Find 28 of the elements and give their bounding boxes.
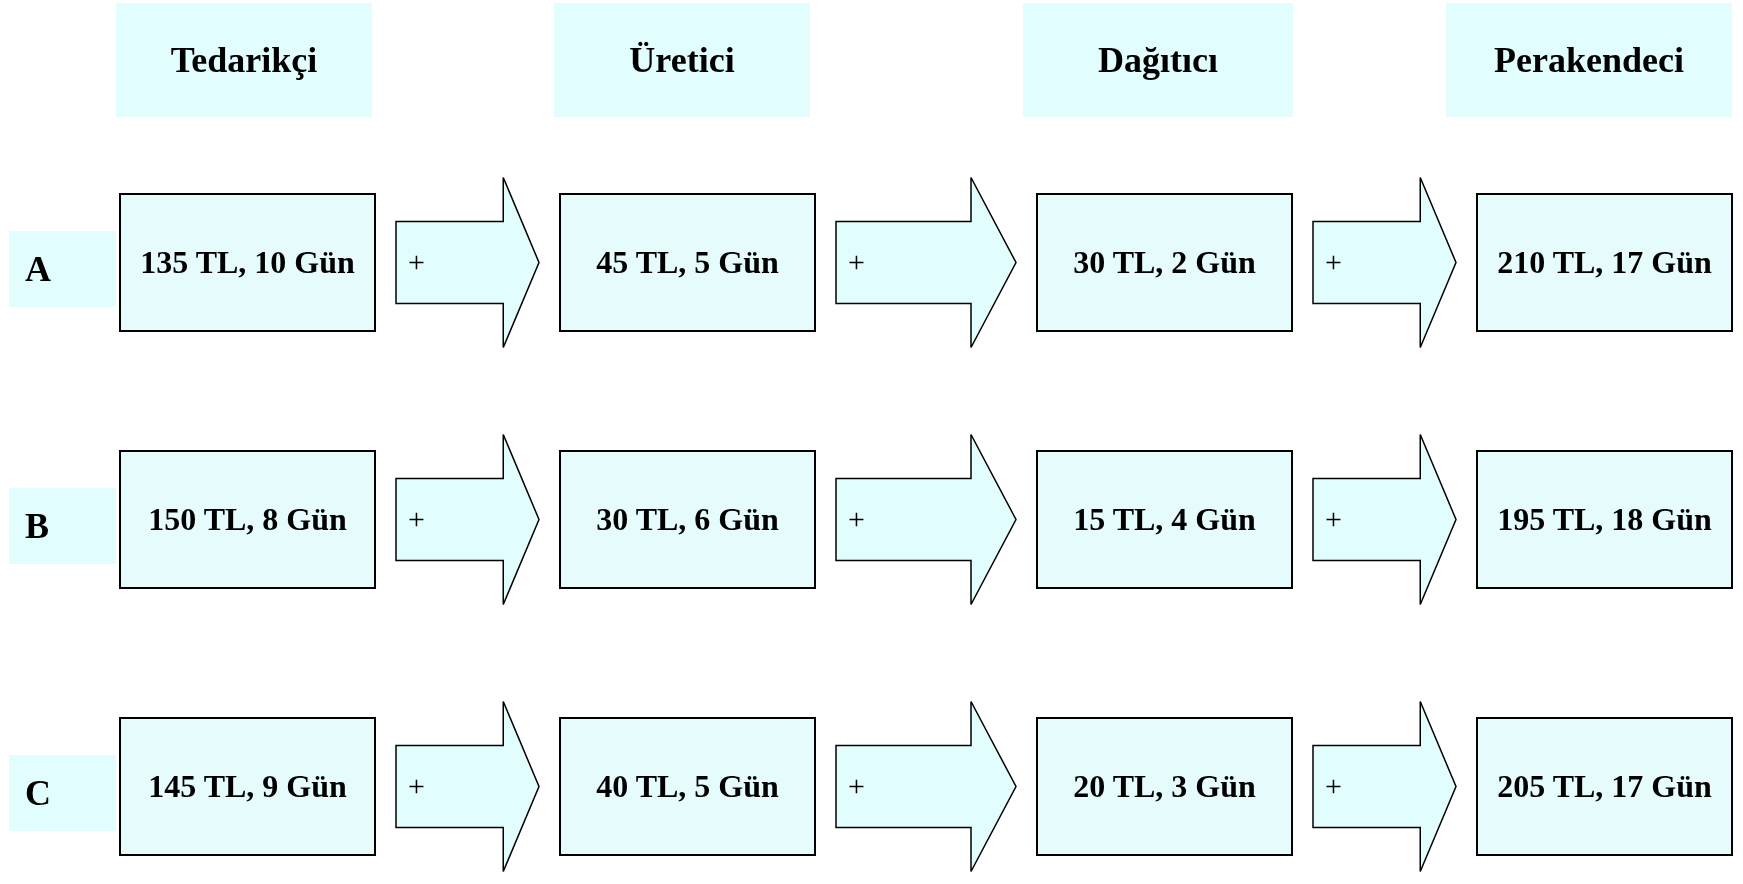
- process-box: 30 TL, 2 Gün: [1036, 193, 1293, 332]
- block-arrow: [835, 176, 1017, 349]
- row-label: C: [9, 755, 116, 831]
- column-header: Üretici: [554, 3, 810, 117]
- process-box: 40 TL, 5 Gün: [559, 717, 816, 856]
- process-box: 30 TL, 6 Gün: [559, 450, 816, 589]
- row-label: A: [9, 231, 116, 307]
- block-arrow: [835, 700, 1017, 873]
- process-box: 135 TL, 10 Gün: [119, 193, 376, 332]
- block-arrow: [395, 700, 540, 873]
- process-box: 205 TL, 17 Gün: [1476, 717, 1733, 856]
- process-box: 145 TL, 9 Gün: [119, 717, 376, 856]
- row-label: B: [9, 488, 116, 564]
- column-header: Perakendeci: [1446, 3, 1732, 117]
- process-box: 195 TL, 18 Gün: [1476, 450, 1733, 589]
- process-box: 20 TL, 3 Gün: [1036, 717, 1293, 856]
- column-header: Dağıtıcı: [1023, 3, 1293, 117]
- block-arrow: [1312, 700, 1457, 873]
- process-box: 45 TL, 5 Gün: [559, 193, 816, 332]
- process-box: 15 TL, 4 Gün: [1036, 450, 1293, 589]
- process-box: 150 TL, 8 Gün: [119, 450, 376, 589]
- block-arrow: [395, 176, 540, 349]
- column-header: Tedarikçi: [116, 3, 372, 117]
- process-box: 210 TL, 17 Gün: [1476, 193, 1733, 332]
- block-arrow: [1312, 433, 1457, 606]
- block-arrow: [395, 433, 540, 606]
- block-arrow: [1312, 176, 1457, 349]
- block-arrow: [835, 433, 1017, 606]
